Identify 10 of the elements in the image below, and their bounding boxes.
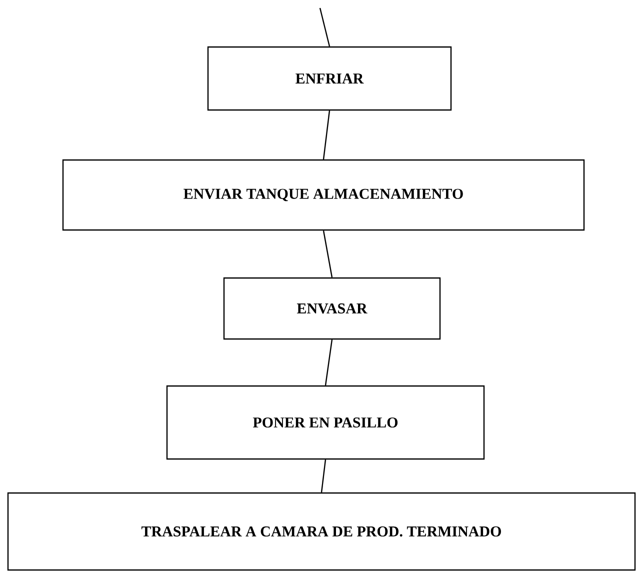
process-box: ENFRIAR [207,46,452,111]
connector-line [322,110,330,160]
process-box: PONER EN PASILLO [166,385,485,460]
connector-line [320,460,326,492]
connector-line [324,340,333,386]
process-box: ENVASAR [223,277,441,340]
process-box: TRASPALEAR A CAMARA DE PROD. TERMINADO [7,492,636,571]
connector-line [319,8,330,47]
process-box: ENVIAR TANQUE ALMACENAMIENTO [62,159,585,231]
connector-line [322,230,333,278]
